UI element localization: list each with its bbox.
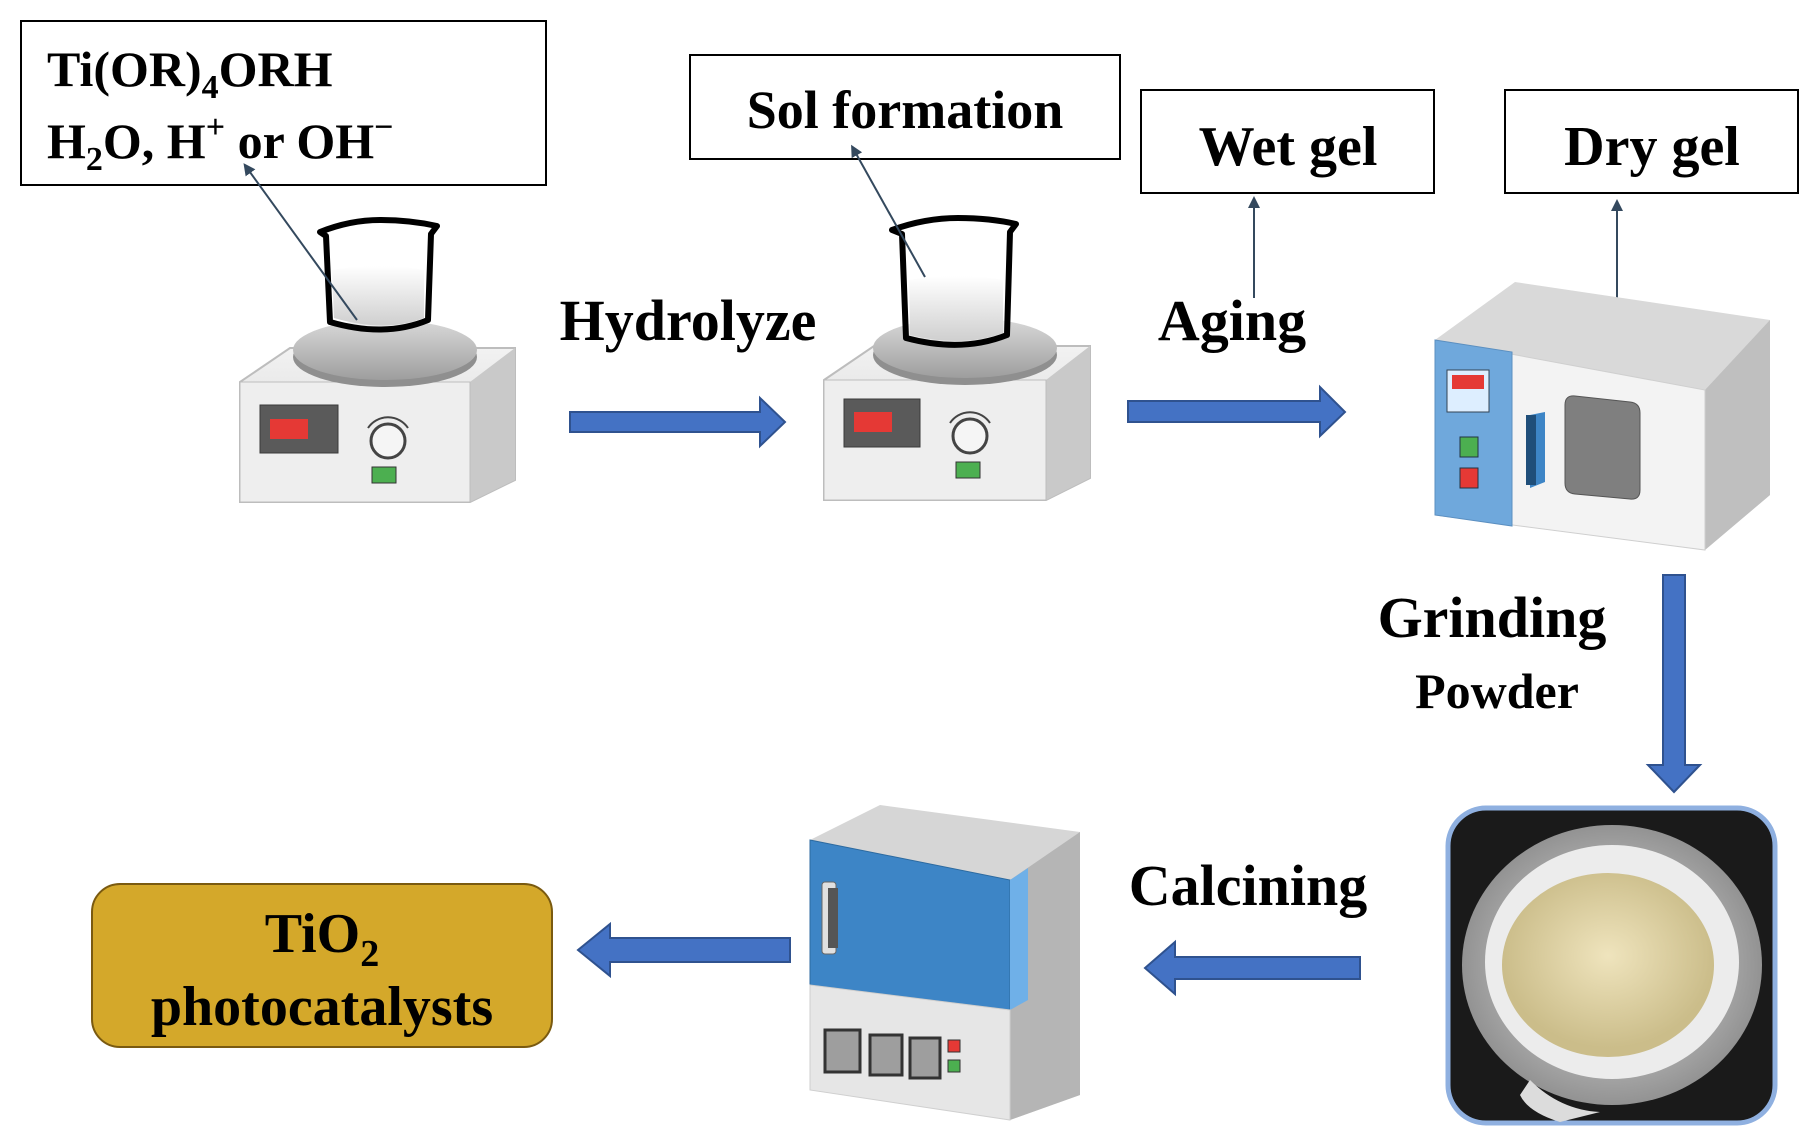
magnetic-stirrer-icon-1 [239, 320, 516, 503]
product-line-2: photocatalysts [151, 976, 493, 1038]
aging-arrow [1127, 384, 1347, 439]
calcining-arrow [1143, 939, 1361, 997]
reagents-line-1: Ti(OR)4ORH [47, 41, 333, 106]
svg-text:Wet gel: Wet gel [1199, 116, 1378, 178]
muffle-furnace-icon [809, 805, 1080, 1121]
calcining-label: Calcining [1129, 853, 1368, 918]
powder-label: Powder [1415, 663, 1579, 719]
product-line-1: TiO2 [265, 903, 379, 975]
reagents-pointer [243, 163, 358, 321]
beaker-icon-1 [317, 217, 440, 333]
hydrolyze-arrow [569, 395, 787, 449]
sol-formation-box: Sol formation [689, 54, 1121, 160]
drying-oven-icon [1434, 282, 1770, 551]
dry-gel-box: Dry gel [1504, 89, 1799, 194]
product-box: TiO2 photocatalysts [91, 883, 553, 1048]
svg-text:Dry gel: Dry gel [1564, 116, 1740, 178]
grinding-label: Grinding [1378, 585, 1607, 650]
beaker-icon-2 [889, 215, 1019, 348]
powder-mortar-photo [1445, 805, 1778, 1126]
hydrolyze-label: Hydrolyze [560, 288, 817, 353]
grinding-arrow [1645, 574, 1703, 794]
final-arrow [576, 921, 791, 979]
aging-label: Aging [1158, 288, 1306, 353]
sol-formation-pointer [851, 144, 926, 278]
svg-text:Sol formation: Sol formation [747, 80, 1064, 140]
wet-gel-box: Wet gel [1140, 89, 1435, 194]
reagents-line-2: H2O, H+ or OH− [47, 109, 394, 178]
reagents-box: Ti(OR)4ORH H2O, H+ or OH− [20, 20, 547, 186]
